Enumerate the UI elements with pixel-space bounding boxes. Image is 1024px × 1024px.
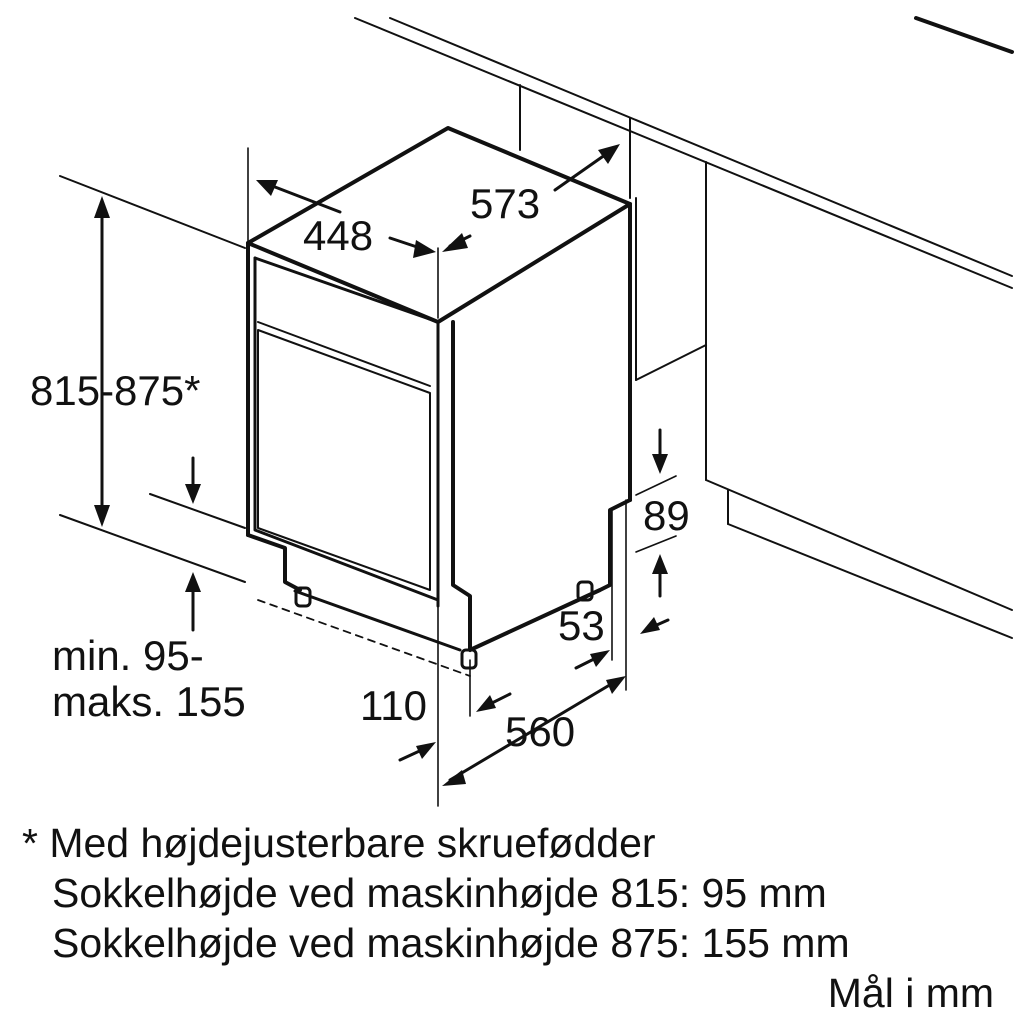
units-note: Mål i mm xyxy=(827,970,994,1016)
dishwasher-body xyxy=(246,126,632,677)
footnote-line-2: Sokkelhøjde ved maskinhøjde 815: 95 mm xyxy=(52,870,827,916)
dimension-lines xyxy=(94,117,677,807)
depth-label: 573 xyxy=(470,180,540,227)
footnote-block: * Med højdejusterbare skruefødder Sokkel… xyxy=(22,818,1012,1018)
footnote-line-3: Sokkelhøjde ved maskinhøjde 875: 155 mm xyxy=(52,920,850,966)
footnote-line-1: * Med højdejusterbare skruefødder xyxy=(22,820,656,866)
foot-offset-label: 53 xyxy=(558,602,605,649)
dimension-labels: 448 573 815-875* min. 95- maks. 155 89 5… xyxy=(30,180,690,755)
plinth-recess-label: 89 xyxy=(643,492,690,539)
width-label: 448 xyxy=(303,212,373,259)
kitchen-cabinet-outline xyxy=(59,16,1014,639)
height-range-label: 815-875* xyxy=(30,367,200,414)
plinth-range-label-2: maks. 155 xyxy=(52,678,246,725)
plinth-range-label-1: min. 95- xyxy=(52,632,204,679)
front-foot-offset-label: 110 xyxy=(360,682,427,729)
cabinet-depth-label: 560 xyxy=(505,708,575,755)
